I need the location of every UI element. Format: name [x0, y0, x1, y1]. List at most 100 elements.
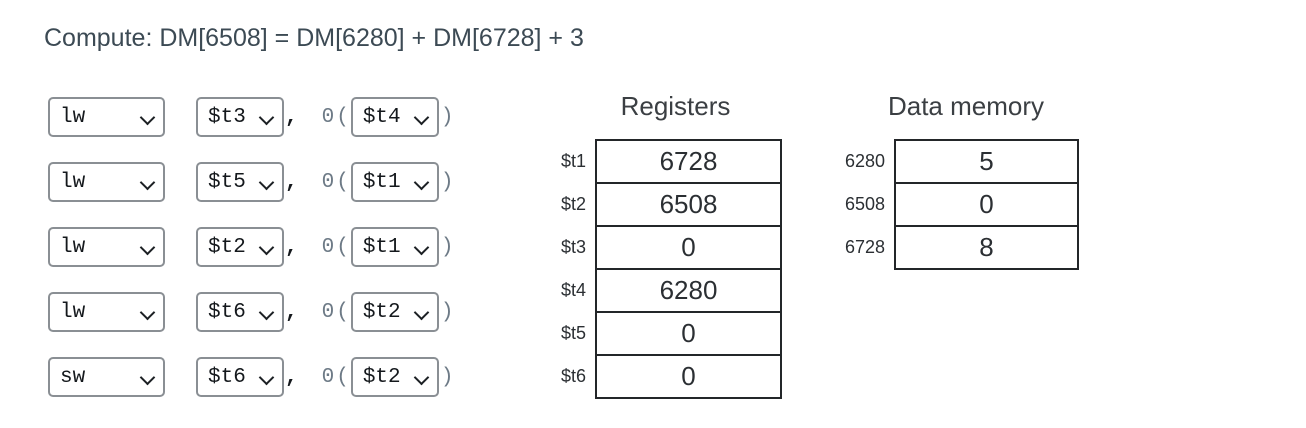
target-register-value: $t5 [208, 170, 246, 194]
chevron-down-icon [414, 239, 430, 255]
register-value: 0 [595, 225, 782, 270]
target-register-select[interactable]: $t5 [196, 162, 284, 202]
chevron-down-icon [140, 174, 156, 190]
register-row: $t3 0 [540, 225, 782, 270]
close-paren: ) [440, 170, 454, 194]
open-paren: ( [336, 105, 349, 129]
base-register-select[interactable]: $t1 [350, 227, 439, 267]
chevron-down-icon [140, 109, 156, 125]
register-value: 6508 [595, 182, 782, 227]
register-row: $t1 6728 [540, 139, 782, 184]
base-register-select[interactable]: $t1 [350, 162, 439, 202]
memory-value: 5 [894, 139, 1079, 184]
register-value: 6728 [595, 139, 782, 184]
close-paren: ) [440, 365, 454, 389]
offset-value: 0 [321, 300, 335, 324]
register-name: $t6 [560, 366, 586, 386]
close-paren: ) [440, 105, 454, 129]
base-register-value: $t1 [362, 235, 401, 259]
base-register-value: $t1 [362, 170, 401, 194]
memory-address: 6280 [844, 151, 885, 171]
register-row: $t5 0 [540, 311, 782, 356]
chevron-down-icon [414, 174, 430, 190]
chevron-down-icon [259, 304, 275, 320]
chevron-down-icon [259, 239, 275, 255]
opcode-select[interactable]: lw [48, 292, 165, 332]
instruction-editor: lw$t3,0($t4)lw$t5,0($t1)lw$t2,0($t1)lw$t… [48, 97, 455, 397]
register-name: $t1 [560, 151, 586, 171]
target-register-select[interactable]: $t6 [196, 357, 284, 397]
register-row: $t2 6508 [540, 182, 782, 227]
opcode-value: lw [60, 170, 86, 194]
chevron-down-icon [259, 369, 275, 385]
close-paren: ) [440, 235, 454, 259]
offset-value: 0 [321, 365, 335, 389]
chevron-down-icon [140, 369, 156, 385]
base-register-select[interactable]: $t2 [350, 357, 439, 397]
instruction-row: sw$t6,0($t2) [48, 357, 455, 397]
instruction-row: lw $t3, 0( $t4) [48, 97, 455, 137]
chevron-down-icon [414, 109, 430, 125]
memory-value: 0 [894, 182, 1079, 227]
chevron-down-icon [414, 304, 430, 320]
base-register-value: $t2 [362, 300, 401, 324]
close-paren: ) [440, 300, 454, 324]
opcode-select[interactable]: lw [48, 162, 165, 202]
register-name: $t5 [560, 323, 586, 343]
memory-address: 6728 [844, 237, 885, 257]
target-register-select[interactable]: $t6 [196, 292, 284, 332]
offset-value: 0 [321, 105, 335, 129]
register-name: $t2 [560, 194, 586, 214]
target-register-value: $t2 [208, 235, 246, 259]
opcode-select[interactable]: lw [48, 227, 165, 267]
register-name: $t3 [560, 237, 586, 257]
comma-separator: , [285, 300, 298, 324]
chevron-down-icon [259, 109, 275, 125]
base-register-select[interactable]: $t4 [350, 97, 439, 137]
target-register-value: $t6 [208, 300, 246, 324]
chevron-down-icon [259, 174, 275, 190]
opcode-value: lw [60, 235, 86, 259]
opcode-value: sw [60, 365, 86, 389]
registers-title: Registers [620, 91, 731, 121]
memory-row: 6508 0 [822, 182, 1079, 227]
opcode-select[interactable]: sw [48, 357, 165, 397]
register-value: 0 [595, 354, 782, 399]
opcode-value: lw [60, 105, 86, 129]
target-register-select[interactable]: $t3 [196, 97, 284, 137]
page-title: Compute: DM[6508] = DM[6280] + DM[6728] … [44, 24, 584, 52]
open-paren: ( [336, 170, 349, 194]
opcode-select[interactable]: lw [48, 97, 165, 137]
base-register-value: $t2 [362, 365, 401, 389]
comma-separator: , [285, 235, 298, 259]
open-paren: ( [336, 235, 349, 259]
register-value: 0 [595, 311, 782, 356]
register-row: $t6 0 [540, 354, 782, 399]
comma-separator: , [285, 365, 298, 389]
base-register-select[interactable]: $t2 [350, 292, 439, 332]
memory-address: 6508 [844, 194, 885, 214]
offset-value: 0 [321, 235, 335, 259]
chevron-down-icon [140, 304, 156, 320]
instruction-row: lw$t5,0($t1) [48, 162, 455, 202]
data-memory-title: Data memory [887, 91, 1045, 121]
base-register-value: $t4 [362, 105, 401, 129]
instruction-row: lw $t6, 0( $t2) [48, 292, 455, 332]
register-name: $t4 [560, 280, 586, 300]
comma-separator: , [285, 105, 298, 129]
comma-separator: , [285, 170, 298, 194]
chevron-down-icon [414, 369, 430, 385]
target-register-select[interactable]: $t2 [196, 227, 284, 267]
open-paren: ( [336, 300, 349, 324]
opcode-value: lw [60, 300, 86, 324]
target-register-value: $t6 [208, 365, 246, 389]
target-register-value: $t3 [208, 105, 246, 129]
